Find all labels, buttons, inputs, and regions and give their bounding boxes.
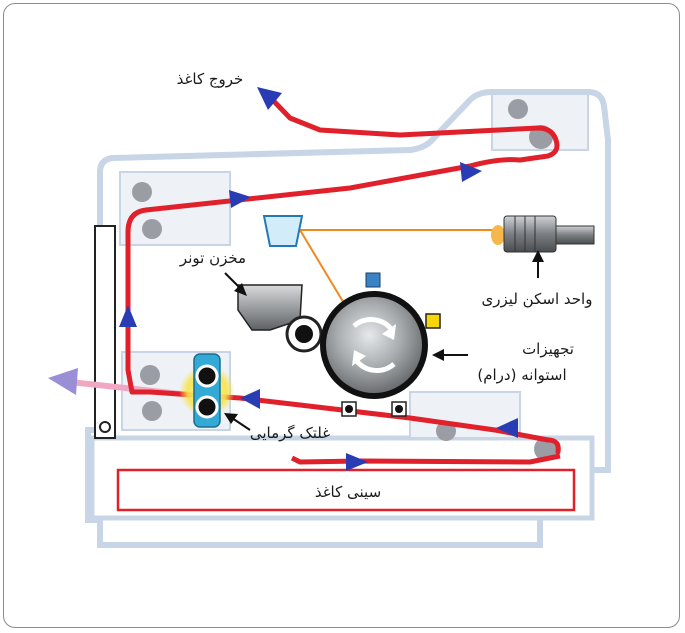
- paper-exit-label: خروج کاغذ: [177, 70, 244, 89]
- arrowhead: [496, 418, 518, 438]
- paper-path: [125, 89, 561, 455]
- toner-hopper-label: مخزن تونر: [179, 249, 246, 267]
- roller: [140, 365, 160, 385]
- toner-hopper: [237, 284, 323, 353]
- paper-tray: سینی کاغذ: [116, 468, 576, 512]
- roller: [142, 219, 162, 239]
- roller: [142, 401, 162, 421]
- drum-label-line2: استوانه (درام): [477, 366, 566, 384]
- arrowhead: [257, 87, 282, 110]
- mirror-icon: [262, 215, 304, 247]
- roller: [132, 182, 152, 202]
- direction-arrows: [119, 87, 518, 471]
- arrowhead: [460, 162, 482, 182]
- arrowhead: [346, 453, 368, 471]
- laser-scanner-label: واحد اسکن لیزری: [482, 290, 593, 308]
- laser-beam: [299, 229, 495, 306]
- arrowhead: [119, 305, 137, 327]
- exit-arrowhead: [48, 368, 78, 395]
- fuser-label: غلتک گرمایی: [250, 424, 330, 442]
- roller: [508, 99, 528, 119]
- drum-label-line1: تجهیزات: [522, 340, 574, 358]
- arrowhead: [240, 389, 260, 409]
- drum-unit: [320, 272, 441, 417]
- callout-arrows: [224, 250, 544, 431]
- laser-scanner-unit: [491, 215, 595, 253]
- fuser-rollers: [179, 353, 235, 428]
- output-guide: [94, 225, 116, 439]
- arrowhead: [229, 190, 251, 208]
- paper-tray-label: سینی کاغذ: [315, 483, 381, 501]
